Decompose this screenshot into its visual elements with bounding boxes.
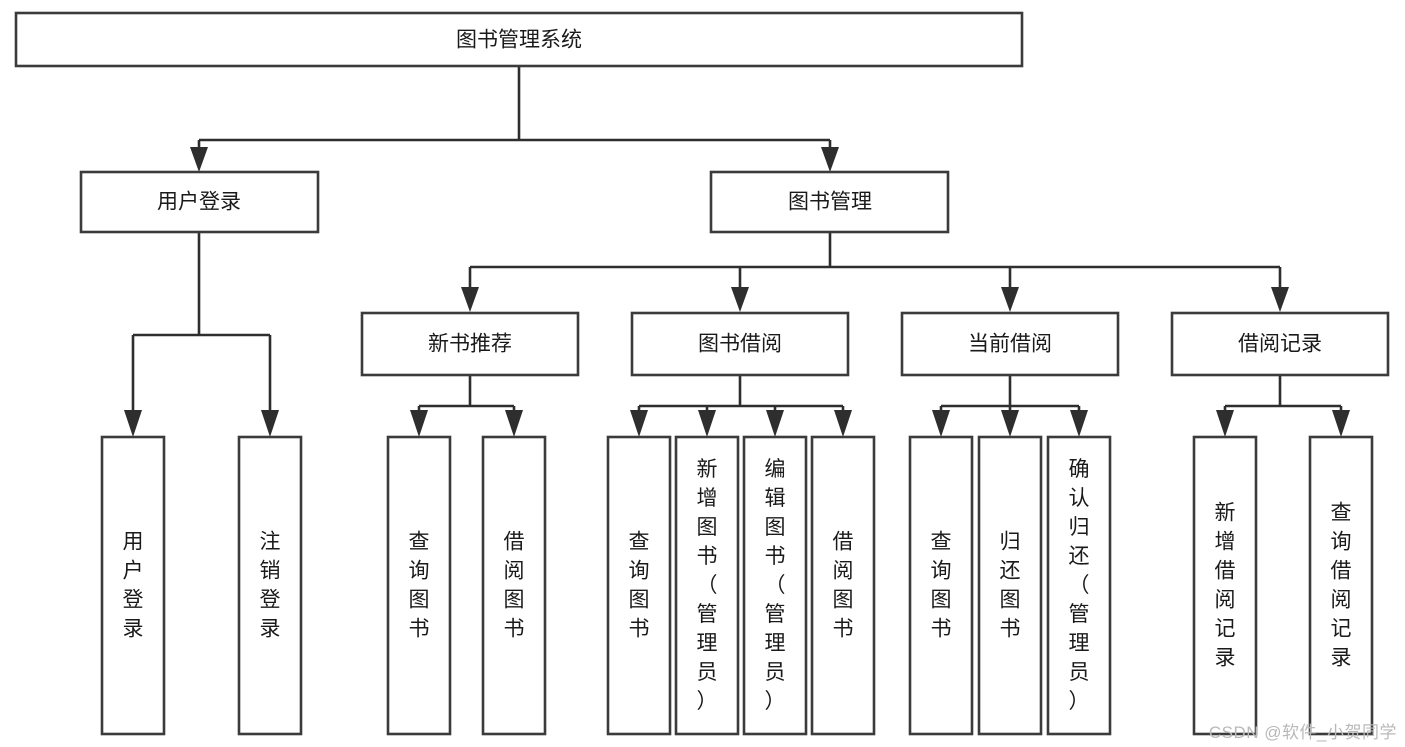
leaf-current-borrow-2[interactable]: 归还图书 [977,435,1043,736]
leaf-current-borrow-1-label: 查询图书 [931,530,952,640]
arrow-book-borrow-leaf-4 [834,410,852,437]
arrow-book-mgmt-to-borrow-record [1271,287,1289,312]
node-root-system[interactable]: 图书管理系统 [14,11,1024,68]
connector-layer [124,66,1350,437]
leaf-borrow-record-1[interactable]: 新增借阅记录 [1192,435,1258,736]
leaf-book-borrow-4-box[interactable] [810,435,876,736]
arrow-borrow-record-leaf-1 [1216,410,1234,437]
leaf-new-book-2-label: 借阅图书 [504,530,525,640]
leaf-borrow-record-2[interactable]: 查询借阅记录 [1308,435,1374,736]
leaf-book-borrow-1-label: 查询图书 [629,530,650,640]
node-borrow-record-label: 借阅记录 [1238,333,1322,356]
leaf-current-borrow-2-box[interactable] [977,435,1043,736]
leaf-borrow-record-2-box[interactable] [1308,435,1374,736]
node-book-borrow-box[interactable] [630,311,850,377]
leaf-book-borrow-3-label: 编辑图书（管理员） [765,458,786,713]
arrow-user-login-leaf-1 [124,410,142,437]
node-book-management-box[interactable] [709,170,950,234]
node-root-system-box[interactable] [14,11,1024,68]
node-current-borrow-label: 当前借阅 [968,333,1052,356]
arrow-borrow-record-leaf-2 [1332,410,1350,437]
node-current-borrow-box[interactable] [900,311,1120,377]
node-current-borrow[interactable]: 当前借阅 [900,311,1120,377]
leaf-new-book-1[interactable]: 查询图书 [386,435,452,736]
node-user-login-label: 用户登录 [157,191,241,214]
node-new-book-recommend[interactable]: 新书推荐 [360,311,580,377]
leaf-new-book-2-box[interactable] [481,435,547,736]
node-book-management[interactable]: 图书管理 [709,170,950,234]
leaf-borrow-record-2-label: 查询借阅记录 [1331,501,1352,669]
leaf-new-book-2[interactable]: 借阅图书 [481,435,547,736]
arrow-book-borrow-leaf-3 [766,410,784,437]
leaf-book-borrow-1[interactable]: 查询图书 [606,435,672,736]
arrow-current-borrow-leaf-1 [932,410,950,437]
leaf-user-login-1-box[interactable] [100,435,166,736]
arrow-new-book-leaf-2 [505,410,523,437]
leaf-user-login-2-box[interactable] [237,435,303,736]
leaf-borrow-record-1-box[interactable] [1192,435,1258,736]
arrow-current-borrow-leaf-3 [1070,410,1088,437]
leaf-new-book-1-box[interactable] [386,435,452,736]
leaf-book-borrow-2[interactable]: 新增图书（管理员） [674,435,740,736]
leaf-user-login-2[interactable]: 注销登录 [237,435,303,736]
leaf-book-borrow-1-box[interactable] [606,435,672,736]
arrow-book-borrow-leaf-1 [630,410,648,437]
arrow-user-login-leaf-2 [261,410,279,437]
leaf-book-borrow-2-label: 新增图书（管理员） [697,458,718,713]
node-new-book-recommend-label: 新书推荐 [428,333,512,356]
leaf-current-borrow-1-box[interactable] [908,435,974,736]
leaf-book-borrow-2-box[interactable] [674,435,740,736]
arrow-book-mgmt-to-new-book [461,287,479,312]
leaf-user-login-1[interactable]: 用户登录 [100,435,166,736]
leaf-current-borrow-3-box[interactable] [1046,435,1112,736]
node-book-borrow[interactable]: 图书借阅 [630,311,850,377]
node-user-login-box[interactable] [79,170,320,234]
leaf-current-borrow-3-label: 确认归还（管理员） [1069,458,1090,713]
leaf-book-borrow-4-label: 借阅图书 [833,530,854,640]
arrow-new-book-leaf-1 [410,410,428,437]
leaf-current-borrow-3[interactable]: 确认归还（管理员） [1046,435,1112,736]
arrow-root-to-user-login [190,147,208,172]
leaf-book-borrow-4[interactable]: 借阅图书 [810,435,876,736]
leaf-user-login-1-label: 用户登录 [123,530,144,640]
node-new-book-recommend-box[interactable] [360,311,580,377]
node-book-borrow-label: 图书借阅 [698,333,782,356]
node-user-login[interactable]: 用户登录 [79,170,320,234]
leaf-current-borrow-2-label: 归还图书 [1000,530,1021,640]
arrow-current-borrow-leaf-2 [1001,410,1019,437]
node-borrow-record-box[interactable] [1170,311,1390,377]
arrow-book-mgmt-to-book-borrow [731,287,749,312]
arrow-book-mgmt-to-current-borrow [1001,287,1019,312]
node-borrow-record[interactable]: 借阅记录 [1170,311,1390,377]
leaf-book-borrow-3-box[interactable] [742,435,808,736]
node-book-management-label: 图书管理 [788,191,872,214]
arrow-root-to-book-mgmt [821,147,839,172]
leaf-borrow-record-1-label: 新增借阅记录 [1215,501,1236,669]
leaf-current-borrow-1[interactable]: 查询图书 [908,435,974,736]
node-root-system-label: 图书管理系统 [456,29,582,52]
leaf-new-book-1-label: 查询图书 [409,530,430,640]
leaf-book-borrow-3[interactable]: 编辑图书（管理员） [742,435,808,736]
leaf-user-login-2-label: 注销登录 [260,530,281,640]
arrow-book-borrow-leaf-2 [698,410,716,437]
